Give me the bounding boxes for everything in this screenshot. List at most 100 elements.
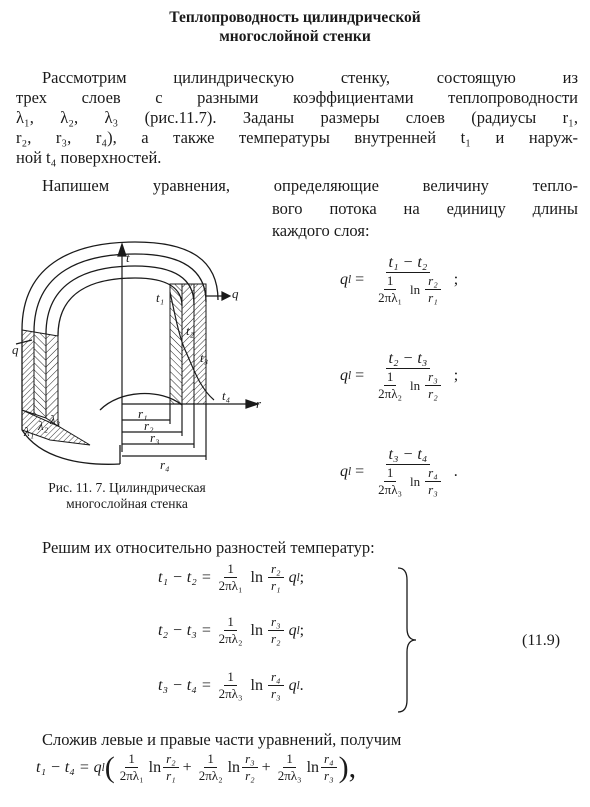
para4-text: Сложив левые и правые части уравнений, п… <box>42 730 402 749</box>
sum-term3-ln: ln <box>306 758 320 776</box>
sum-term1-ln: ln <box>148 758 162 776</box>
para2-line-3: каждого слоя: <box>272 221 370 240</box>
label-r1: r₁ <box>138 406 148 421</box>
section-title-line2: многослойной стенки <box>219 28 371 45</box>
hf-ln: ln <box>410 282 421 297</box>
sum-open-paren: ( <box>104 750 115 784</box>
hf-numerator: t₂ − t₃ <box>385 350 431 369</box>
hf-end: ; <box>453 366 459 384</box>
label-lambda3: λ₃ <box>49 412 60 427</box>
label-q-left: q <box>12 342 19 357</box>
figure-caption-line1: Рис. 11. 7. Цилиндрическая <box>48 480 206 495</box>
intro-line-1: Рассмотрим цилиндрическую стенку, состоя… <box>42 68 578 87</box>
sys-ln: ln <box>250 621 263 639</box>
sys-ln: ln <box>250 676 263 694</box>
sys-end: . <box>299 676 304 694</box>
intro-line-2: трех слоев с разными коэффициентами тепл… <box>16 88 578 107</box>
hf-lhs-sub: l <box>348 369 352 382</box>
sys-ln: ln <box>250 568 263 586</box>
hf-end: ; <box>453 270 459 288</box>
axis-label-t: t <box>126 250 130 265</box>
para2-line-2: вого потока на единицу длины <box>272 199 578 218</box>
label-t1: t₁ <box>156 290 164 305</box>
intro-line-4: r₂, r₃, r₄), а также температуры внутрен… <box>16 128 578 147</box>
sys-q-sub: l <box>296 624 300 637</box>
label-t3: t₃ <box>200 350 208 365</box>
sys-lhs: t₁ − t₂ = <box>158 568 212 586</box>
sum-plus-2: + <box>261 758 271 776</box>
sys-q: q <box>288 568 297 586</box>
hf-ln: ln <box>410 378 421 393</box>
system-brace <box>397 567 417 713</box>
hf-end: . <box>453 462 458 480</box>
sys-q-sub: l <box>296 679 300 692</box>
sys-end: ; <box>299 621 305 639</box>
hf-lhs: q <box>340 270 348 288</box>
axis-label-r: r <box>256 396 262 411</box>
sum-q: q <box>93 758 102 776</box>
sys-q: q <box>288 676 297 694</box>
para3-text: Решим их относительно разностей температ… <box>42 538 375 557</box>
sum-close-paren: ), <box>338 750 357 784</box>
hf-equals: = <box>355 462 365 480</box>
intro-line-3: λ₁, λ₂, λ₃ (рис.11.7). Заданы размеры сл… <box>16 108 578 127</box>
sys-q: q <box>288 621 297 639</box>
sum-lhs: t₁ − t₄ = <box>36 758 90 776</box>
hf-equals: = <box>355 366 365 384</box>
hf-lhs: q <box>340 462 348 480</box>
intro-line-5: ной t₄ поверхностей. <box>16 148 162 167</box>
label-t4: t₄ <box>222 388 231 403</box>
sys-lhs: t₂ − t₃ = <box>158 621 212 639</box>
label-q-right: q <box>232 286 239 301</box>
label-lambda2: λ₂ <box>37 418 49 433</box>
label-lambda1: λ₁ <box>23 424 34 439</box>
hf-numerator: t₃ − t₄ <box>385 446 431 465</box>
section-title-line1: Теплопроводность цилиндрической <box>169 9 421 26</box>
sum-term2-ln: ln <box>227 758 241 776</box>
hf-lhs-sub: l <box>348 273 352 286</box>
sys-lhs: t₃ − t₄ = <box>158 676 212 694</box>
figure-caption-line2: многослойная стенка <box>66 496 188 511</box>
sys-q-sub: l <box>296 571 300 584</box>
hf-equals: = <box>355 270 365 288</box>
label-r2: r₂ <box>144 418 154 433</box>
cylinder-wall-figure: t q q r t₁ t₂ t₃ t₄ r₁ r₂ r₃ r₄ λ₁ λ₂ λ₃ <box>12 241 262 472</box>
hf-lhs-sub: l <box>348 465 352 478</box>
hf-lhs: q <box>340 366 348 384</box>
label-r4: r₄ <box>160 457 170 472</box>
label-r3: r₃ <box>150 430 160 445</box>
equation-number: (11.9) <box>522 632 561 649</box>
para2-line-1: Напишем уравнения, определяющие величину… <box>42 176 578 195</box>
sys-end: ; <box>299 568 305 586</box>
hf-numerator: t₁ − t₂ <box>385 254 431 273</box>
sum-plus-1: + <box>182 758 192 776</box>
